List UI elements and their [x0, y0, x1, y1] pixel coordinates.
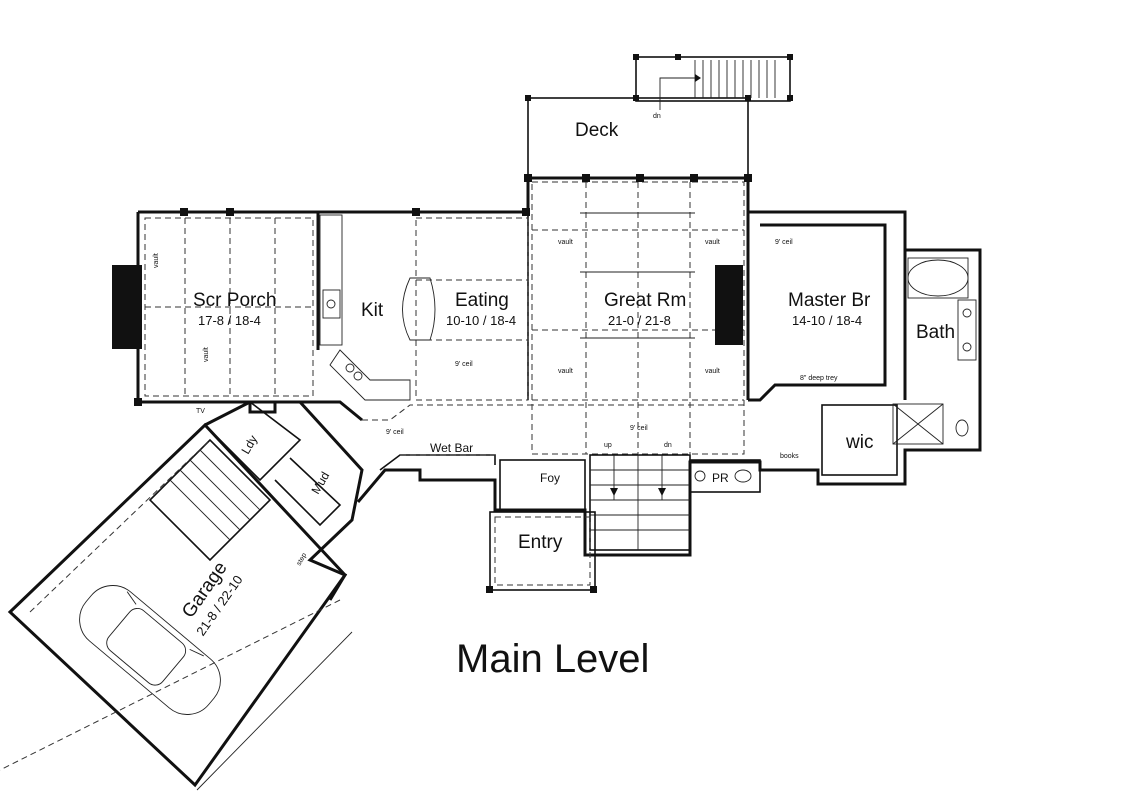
pr-label: PR — [712, 471, 729, 485]
plan-title: Main Level — [456, 637, 649, 681]
step-note: step — [296, 552, 309, 567]
foy-label: Foy — [540, 471, 560, 485]
hall-ceil-note: 9' ceil — [386, 429, 404, 436]
great-rm-dims: 21-0 / 21-8 — [608, 313, 671, 328]
house-walls — [136, 176, 982, 557]
kitchen-fixtures — [319, 214, 436, 401]
great-room-fireplace — [715, 265, 743, 345]
bath-fixtures — [892, 257, 977, 445]
wet-bar-label: Wet Bar — [430, 441, 473, 455]
master-br-label: Master Br — [788, 290, 871, 311]
entry-label: Entry — [518, 532, 563, 553]
master-trey-note: 8" deep trey — [800, 375, 838, 382]
stair-dn-note: dn — [664, 442, 672, 449]
porch-vault-note: vault — [153, 253, 160, 268]
laundry-label: Ldy — [238, 433, 260, 457]
foyer-ceil-note: 9' ceil — [630, 425, 648, 432]
garage — [0, 422, 353, 791]
tv-note: TV — [196, 408, 205, 415]
stair-up-note: up — [604, 442, 612, 449]
porch-vault-note-2: vault — [203, 347, 210, 362]
master-ceil-note: 9' ceil — [775, 239, 793, 246]
service-wing — [148, 400, 364, 601]
deck-stairs — [659, 60, 776, 110]
bath-label: Bath — [916, 322, 955, 343]
scr-porch-label: Scr Porch — [193, 290, 276, 311]
kit-label: Kit — [361, 300, 384, 321]
great-vault-note-4: vault — [705, 368, 720, 375]
great-rm-label: Great Rm — [604, 290, 686, 311]
mud-label: Mud — [308, 469, 332, 496]
foyer-stairs — [499, 454, 761, 551]
wic-label: wic — [845, 432, 873, 453]
great-vault-note-3: vault — [558, 368, 573, 375]
car-icon — [79, 585, 221, 715]
deck-dn-note: dn — [653, 113, 661, 120]
great-vault-note-1: vault — [558, 239, 573, 246]
books-note: books — [780, 453, 799, 460]
deck-label: Deck — [575, 120, 619, 141]
main-grid — [412, 174, 752, 455]
entry-porch — [486, 511, 597, 593]
scr-porch-dims: 17-8 / 18-4 — [198, 313, 261, 328]
eating-ceil-note: 9' ceil — [455, 361, 473, 368]
eating-label: Eating — [455, 290, 509, 311]
deck-area: dn Deck — [525, 54, 793, 179]
master-br-dims: 14-10 / 18-4 — [792, 313, 862, 328]
eating-dims: 10-10 / 18-4 — [446, 313, 516, 328]
great-vault-note-2: vault — [705, 239, 720, 246]
corridor — [362, 404, 748, 471]
scr-porch-grid — [134, 208, 314, 406]
porch-fireplace — [112, 265, 142, 349]
